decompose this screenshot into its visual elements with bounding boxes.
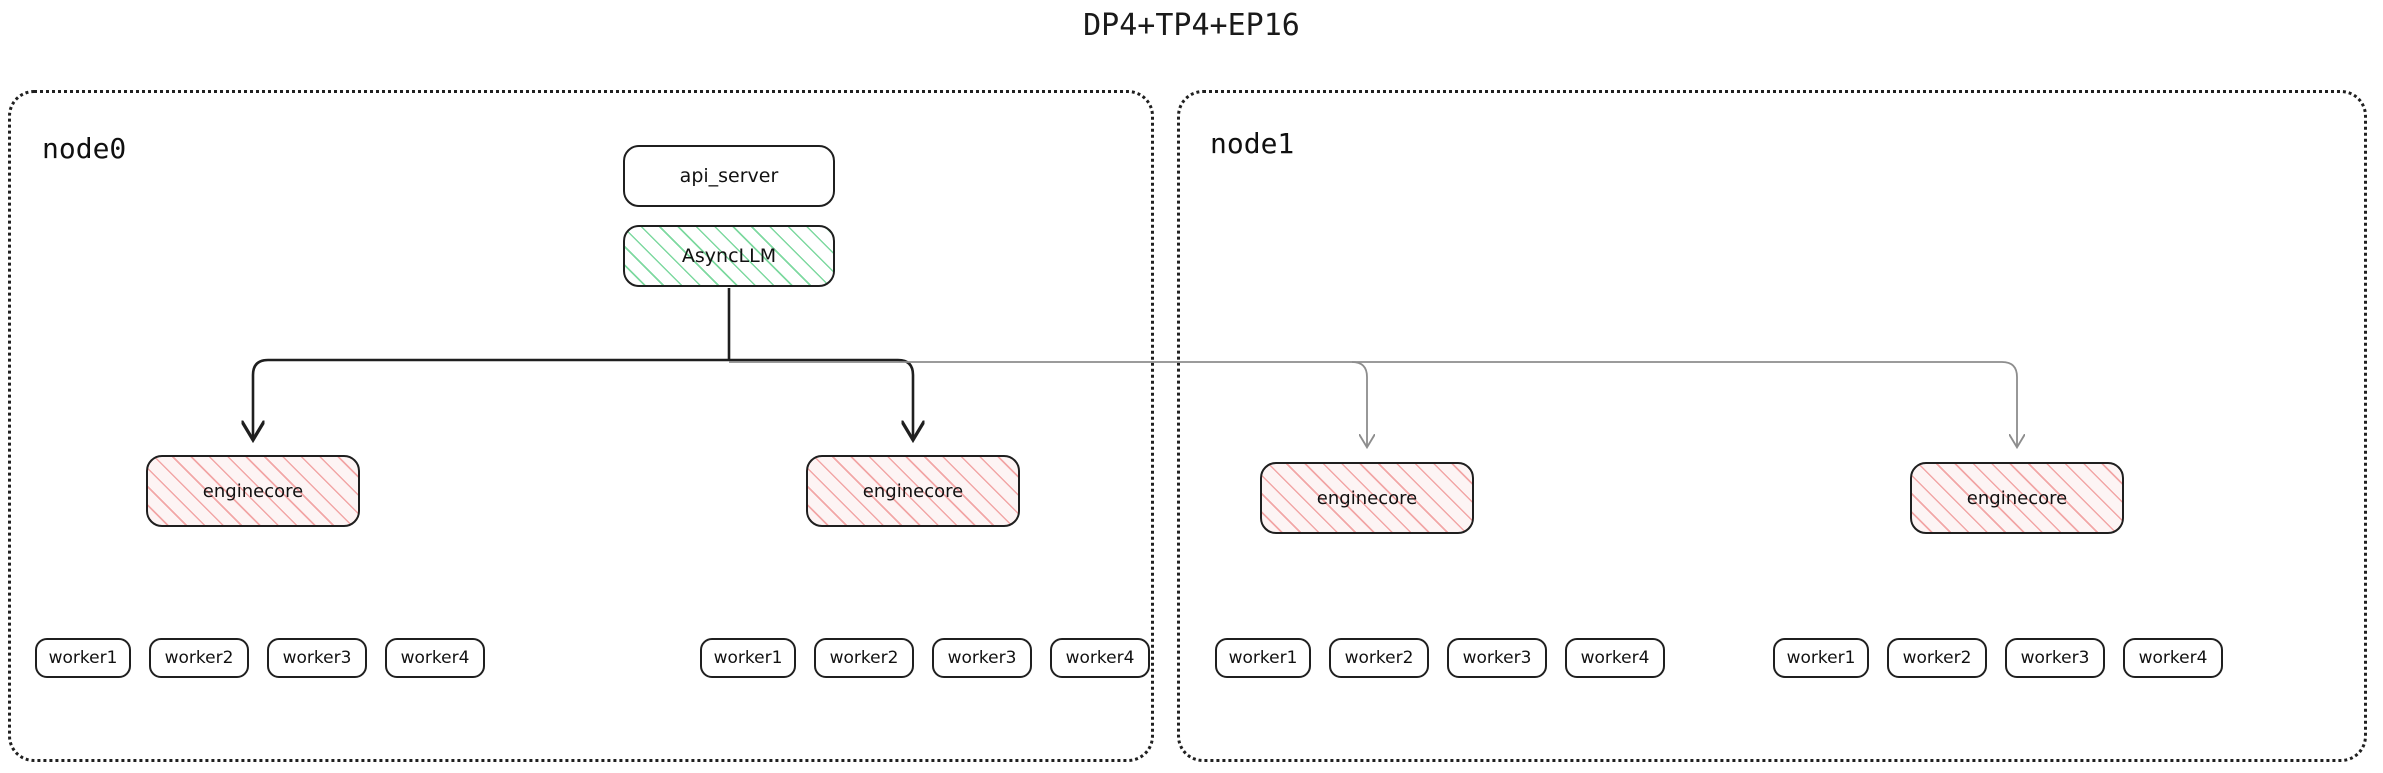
worker-box[interactable]: worker3 [2005, 638, 2105, 678]
worker-box[interactable]: worker1 [700, 638, 796, 678]
enginecore-box[interactable]: enginecore [1910, 462, 2124, 534]
worker-box[interactable]: worker1 [35, 638, 131, 678]
worker-box[interactable]: worker3 [932, 638, 1032, 678]
asyncllm-box[interactable]: AsyncLLM [623, 225, 835, 287]
node-label-node1: node1 [1210, 127, 1295, 160]
worker-box[interactable]: worker1 [1215, 638, 1311, 678]
worker-box[interactable]: worker4 [1050, 638, 1150, 678]
enginecore-box[interactable]: enginecore [1260, 462, 1474, 534]
worker-box[interactable]: worker3 [1447, 638, 1547, 678]
api-server-box[interactable]: api_server [623, 145, 835, 207]
worker-box[interactable]: worker1 [1773, 638, 1869, 678]
enginecore-box[interactable]: enginecore [146, 455, 360, 527]
worker-box[interactable]: worker2 [149, 638, 249, 678]
worker-box[interactable]: worker2 [1887, 638, 1987, 678]
worker-box[interactable]: worker2 [1329, 638, 1429, 678]
enginecore-box[interactable]: enginecore [806, 455, 1020, 527]
worker-box[interactable]: worker4 [1565, 638, 1665, 678]
worker-box[interactable]: worker3 [267, 638, 367, 678]
worker-box[interactable]: worker4 [385, 638, 485, 678]
worker-box[interactable]: worker2 [814, 638, 914, 678]
node-label-node0: node0 [42, 132, 127, 165]
worker-box[interactable]: worker4 [2123, 638, 2223, 678]
page-title: DP4+TP4+EP16 [1083, 8, 1300, 43]
